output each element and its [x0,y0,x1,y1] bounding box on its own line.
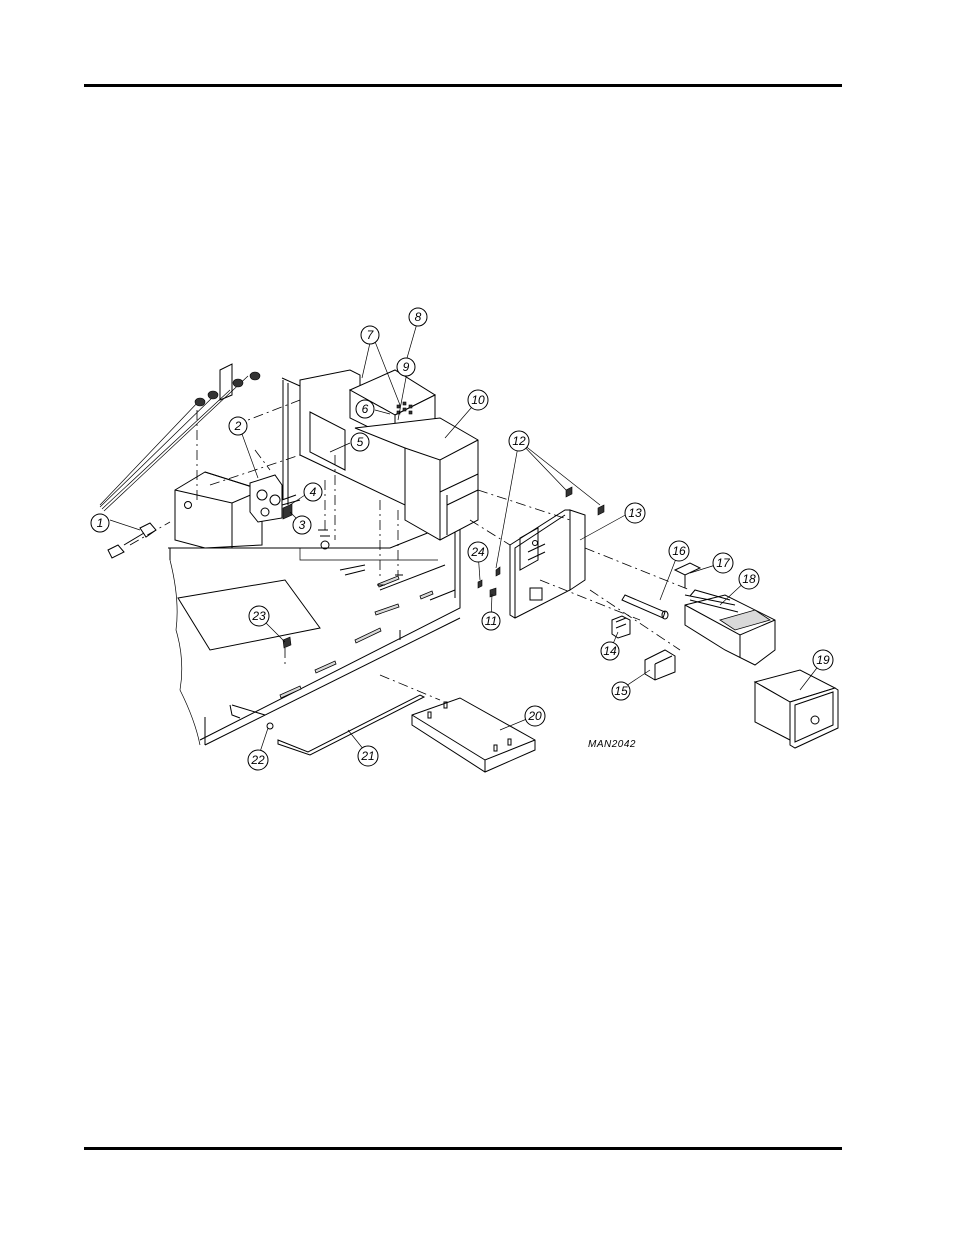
gas-valve [250,450,300,522]
callout-24: 24 [468,542,488,562]
callout-23: 23 [249,606,269,626]
svg-text:23: 23 [251,609,266,623]
callout-21: 21 [358,746,378,766]
dispenser-drawer [675,563,775,665]
svg-text:13: 13 [628,506,642,520]
callout-1: 1 [91,514,109,532]
callout-16: 16 [669,541,689,561]
svg-text:21: 21 [360,749,374,763]
svg-text:22: 22 [250,753,265,767]
svg-text:9: 9 [403,360,410,374]
svg-text:18: 18 [742,572,756,586]
svg-text:14: 14 [603,644,617,658]
callout-11: 11 [482,612,500,630]
callout-5: 5 [351,433,369,451]
svg-text:2: 2 [234,419,242,433]
svg-text:24: 24 [470,545,485,559]
callout-12: 12 [509,431,529,451]
svg-text:15: 15 [614,684,628,698]
svg-text:6: 6 [362,402,369,416]
drawing-id-label: MAN2042 [588,739,636,750]
svg-text:19: 19 [816,653,830,667]
callout-3: 3 [293,516,311,534]
callout-20: 20 [525,706,545,726]
control-box [175,472,262,548]
bottom-panel [178,580,320,668]
svg-text:12: 12 [512,434,526,448]
svg-text:8: 8 [415,310,422,324]
callout-22: 22 [248,750,268,770]
svg-text:5: 5 [357,435,364,449]
svg-text:11: 11 [485,614,497,628]
svg-text:17: 17 [716,556,731,570]
svg-text:10: 10 [471,393,485,407]
callout-17: 17 [713,553,733,573]
footer-rule [84,1147,842,1150]
callout-7: 7 [361,326,379,344]
callout-15: 15 [612,682,630,700]
callout-19: 19 [813,650,833,670]
svg-text:4: 4 [310,485,317,499]
callout-4: 4 [304,483,322,501]
callout-9: 9 [397,358,415,376]
mounting-bracket [470,487,690,620]
rod-and-plate [267,675,535,772]
callout-13: 13 [625,503,645,523]
callout-18: 18 [739,569,759,589]
callout-8: 8 [409,308,427,326]
callout-10: 10 [468,390,488,410]
svg-text:3: 3 [299,518,306,532]
drawer [755,670,838,748]
callout-6: 6 [356,400,374,418]
svg-text:16: 16 [672,544,686,558]
burner-housing [210,370,478,585]
svg-text:20: 20 [527,709,542,723]
callout-2: 2 [229,417,247,435]
svg-text:1: 1 [97,516,104,530]
switches [590,590,680,680]
callout-14: 14 [601,642,619,660]
